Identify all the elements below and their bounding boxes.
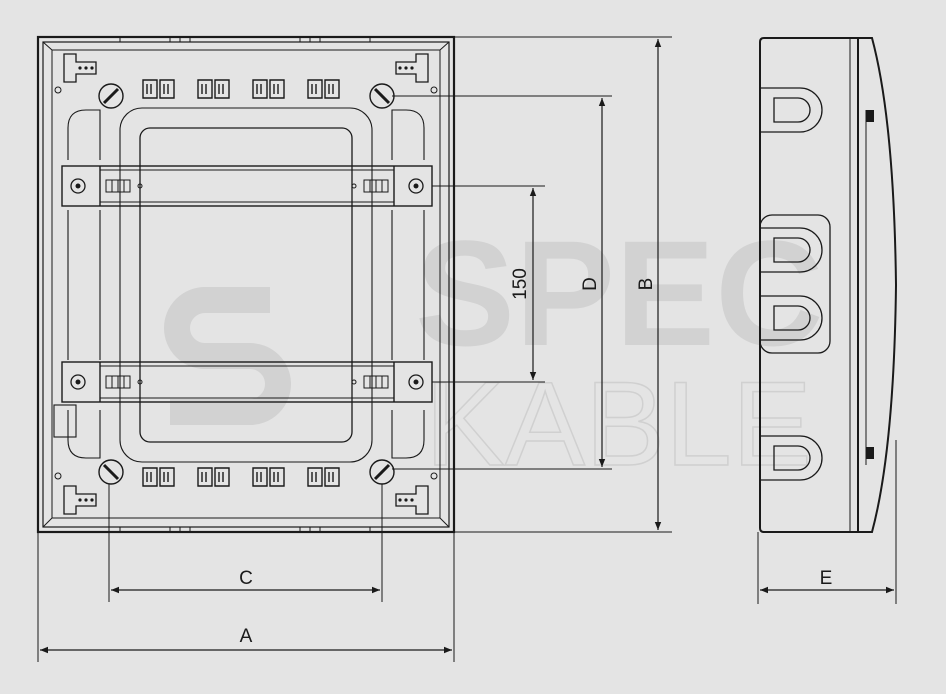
watermark-logo [164,287,291,425]
hinge-top-left [63,53,97,83]
dimension-150-label: 150 [510,268,531,300]
screw-top-right [369,83,395,109]
watermark-brand: SPEC [415,209,823,377]
side-knockout [53,404,77,438]
inner-window [139,127,353,443]
cable-knockouts-bottom [142,467,340,487]
enclosure-outer-frame [36,35,456,534]
screw-top-left [98,83,124,109]
side-view [759,37,898,533]
screw-bottom-right [369,459,395,485]
dimension-a-label: A [240,626,253,647]
screw-bottom-left [98,459,124,485]
enclosure-back-plate [51,49,441,519]
watermark: SPEC KABLE [164,209,823,492]
dimension-e-label: E [820,568,833,589]
dimension-lines: A C E B D 150 [37,36,897,662]
watermark-sub: KABLE [425,357,812,491]
hinge-bottom-right [395,485,429,515]
side-mount-loops [759,87,831,481]
enclosure-inner-frame [42,41,450,528]
din-rail-bottom [61,361,433,403]
din-rail-top [61,165,433,207]
inner-window-channel [119,107,373,463]
front-view [36,35,456,534]
hinge-top-right [395,53,429,83]
dimension-d-label: D [580,277,601,291]
cable-knockouts-top [142,79,340,99]
dimension-c-label: C [239,568,253,589]
dimension-b-label: B [636,278,657,291]
hinge-bottom-left [63,485,97,515]
